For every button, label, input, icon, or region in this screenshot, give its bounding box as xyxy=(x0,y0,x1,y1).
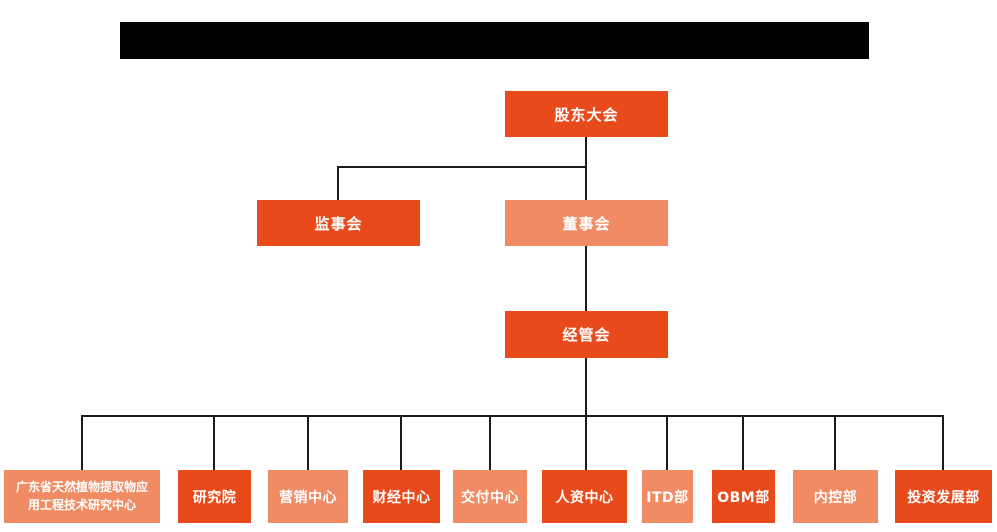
node-label: 内控部 xyxy=(813,489,858,506)
node-research-center: 广东省天然植物提取物应用工程技术研究中心 xyxy=(4,470,160,523)
connector-drop-l4-8 xyxy=(742,415,744,470)
node-label: OBM部 xyxy=(717,489,770,506)
node-label: ITD部 xyxy=(646,489,689,506)
connector-drop-l4-4 xyxy=(400,415,402,470)
node-label: 广东省天然植物提取物应用工程技术研究中心 xyxy=(15,480,148,512)
node-label: 研究院 xyxy=(192,489,237,506)
node-delivery-center: 交付中心 xyxy=(453,470,527,523)
node-label: 经管会 xyxy=(562,326,611,344)
node-obm-dept: OBM部 xyxy=(712,470,775,523)
node-supervisory-board: 监事会 xyxy=(257,200,420,246)
node-label: 人资中心 xyxy=(555,489,614,506)
node-finance-center: 财经中心 xyxy=(363,470,440,523)
connector-trunk-l3-bus xyxy=(585,358,587,416)
node-label: 监事会 xyxy=(314,214,363,233)
redacted-title-bar xyxy=(120,22,869,59)
node-label: 投资发展部 xyxy=(907,489,980,506)
node-board-of-directors: 董事会 xyxy=(505,200,668,246)
connector-drop-l4-6 xyxy=(585,415,587,470)
connector-trunk-l2-l3 xyxy=(585,246,587,311)
node-shareholders-meeting: 股东大会 xyxy=(505,91,668,137)
connector-drop-l4-10 xyxy=(942,415,944,470)
connector-drop-l4-5 xyxy=(489,415,491,470)
node-label: 交付中心 xyxy=(461,489,519,506)
node-label: 营销中心 xyxy=(279,489,337,506)
connector-drop-l4-1 xyxy=(81,415,83,470)
connector-drop-l4-3 xyxy=(307,415,309,470)
node-label: 董事会 xyxy=(562,214,611,233)
node-label: 财经中心 xyxy=(372,489,431,506)
connector-drop-l4-7 xyxy=(666,415,668,470)
node-management-committee: 经管会 xyxy=(505,311,668,358)
node-hr-center: 人资中心 xyxy=(542,470,627,523)
node-itd-dept: ITD部 xyxy=(642,470,693,523)
connector-drop-supervisory xyxy=(337,166,339,200)
node-label: 股东大会 xyxy=(554,105,619,124)
connector-branch-l2 xyxy=(337,166,587,168)
node-marketing-center: 营销中心 xyxy=(268,470,348,523)
node-research-institute: 研究院 xyxy=(178,470,251,523)
node-internal-control-dept: 内控部 xyxy=(793,470,878,523)
connector-bus-l4 xyxy=(81,415,943,417)
node-investment-development-dept: 投资发展部 xyxy=(895,470,992,523)
connector-drop-l4-2 xyxy=(213,415,215,470)
connector-drop-l4-9 xyxy=(834,415,836,470)
connector-trunk-l1-l2 xyxy=(585,137,587,200)
